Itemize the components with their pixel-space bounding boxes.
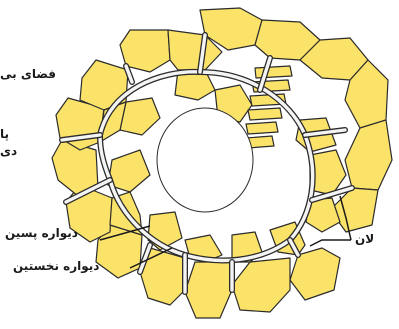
intercellular-space-label: فضای بی bbox=[0, 67, 56, 81]
primary-wall-label: دیواره نخستین bbox=[13, 259, 99, 273]
cell-9 bbox=[185, 262, 232, 318]
central-space bbox=[157, 108, 253, 212]
wall-label-partial-2: دی bbox=[0, 144, 17, 158]
middle-lamella-label: لان bbox=[355, 232, 374, 246]
cell-5 bbox=[345, 120, 392, 190]
cell-35 bbox=[246, 122, 278, 134]
wall-label-partial-1: پا bbox=[0, 127, 9, 141]
secondary-wall-label: دیواره پسین bbox=[5, 226, 78, 240]
cell-34 bbox=[248, 108, 282, 120]
cell-8 bbox=[232, 258, 290, 312]
middle-lamella-pointer bbox=[310, 240, 351, 246]
cell-31 bbox=[255, 66, 292, 78]
